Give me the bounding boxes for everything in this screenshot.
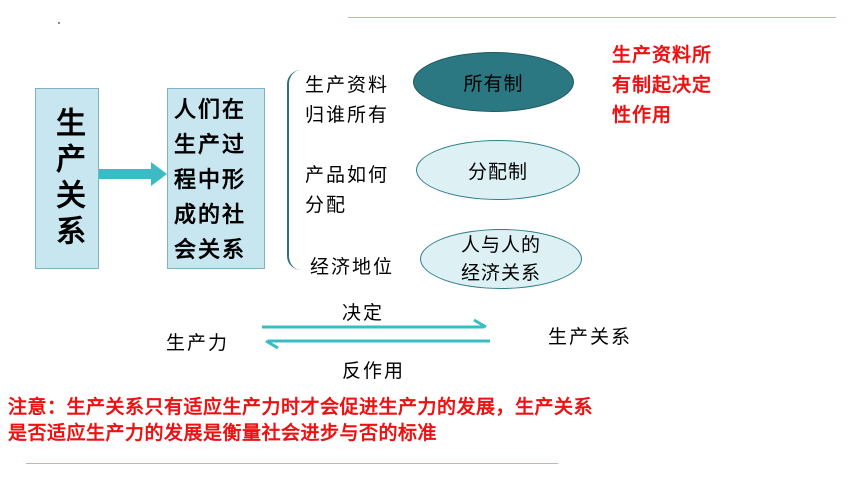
- ownership-oval-text: 所有制: [463, 72, 524, 95]
- economic-relations-oval-line1: 人与人的: [460, 234, 541, 256]
- ownership-note-line3: 性作用: [612, 104, 673, 126]
- production-relations-title: 生产关系: [50, 106, 85, 251]
- branch-label-status-text: 经济地位: [310, 256, 395, 278]
- ownership-note-line1: 生产资料所: [612, 44, 713, 66]
- double-arrow-icon: [262, 318, 490, 350]
- ownership-decisive-note: 生产资料所 有制起决定 性作用: [612, 40, 712, 130]
- decor-dot: [58, 22, 60, 24]
- definition-line-5: 会关系: [174, 237, 247, 263]
- branch-label-ownership: 生产资料 归谁所有: [305, 70, 389, 130]
- right-arrow-icon: [99, 162, 167, 186]
- bottom-note-line2: 是否适应生产力的发展是衡量社会进步与否的标准: [8, 422, 438, 444]
- ownership-oval: 所有制: [413, 52, 574, 112]
- ownership-note-line2: 有制起决定: [612, 74, 713, 96]
- brace-bracket: [287, 70, 301, 270]
- production-relations-label: 生产关系: [548, 326, 633, 348]
- definition-line-2: 生产过: [174, 132, 247, 158]
- branch-label-distribution: 产品如何 分配: [305, 160, 389, 220]
- branch-label-distribution-line2: 分配: [305, 194, 348, 216]
- decides-label: 决定: [342, 302, 385, 324]
- definition-line-1: 人们在: [174, 97, 247, 123]
- distribution-oval-text: 分配制: [467, 160, 528, 183]
- bottom-divider: [26, 463, 558, 464]
- definition-line-4: 成的社: [174, 202, 247, 228]
- branch-label-ownership-line1: 生产资料: [305, 74, 390, 96]
- production-relations-box: 生产关系: [35, 88, 99, 269]
- branch-label-status: 经济地位: [310, 252, 394, 279]
- economic-relations-oval-line2: 经济关系: [460, 262, 541, 284]
- distribution-oval: 分配制: [416, 140, 580, 200]
- counter-effect-label: 反作用: [342, 360, 406, 382]
- productive-forces-label: 生产力: [166, 332, 230, 354]
- top-divider: [348, 17, 836, 18]
- bottom-note-line1: 注意：生产关系只有适应生产力时才会促进生产力的发展，生产关系: [8, 396, 594, 418]
- economic-relations-oval: 人与人的 经济关系: [420, 229, 582, 289]
- definition-box: 人们在 生产过 程中形 成的社 会关系: [167, 88, 265, 269]
- branch-label-distribution-line1: 产品如何: [305, 164, 390, 186]
- branch-label-ownership-line2: 归谁所有: [305, 104, 390, 126]
- bottom-note: 注意：生产关系只有适应生产力时才会促进生产力的发展，生产关系 是否适应生产力的发…: [8, 394, 593, 446]
- definition-line-3: 程中形: [174, 167, 247, 193]
